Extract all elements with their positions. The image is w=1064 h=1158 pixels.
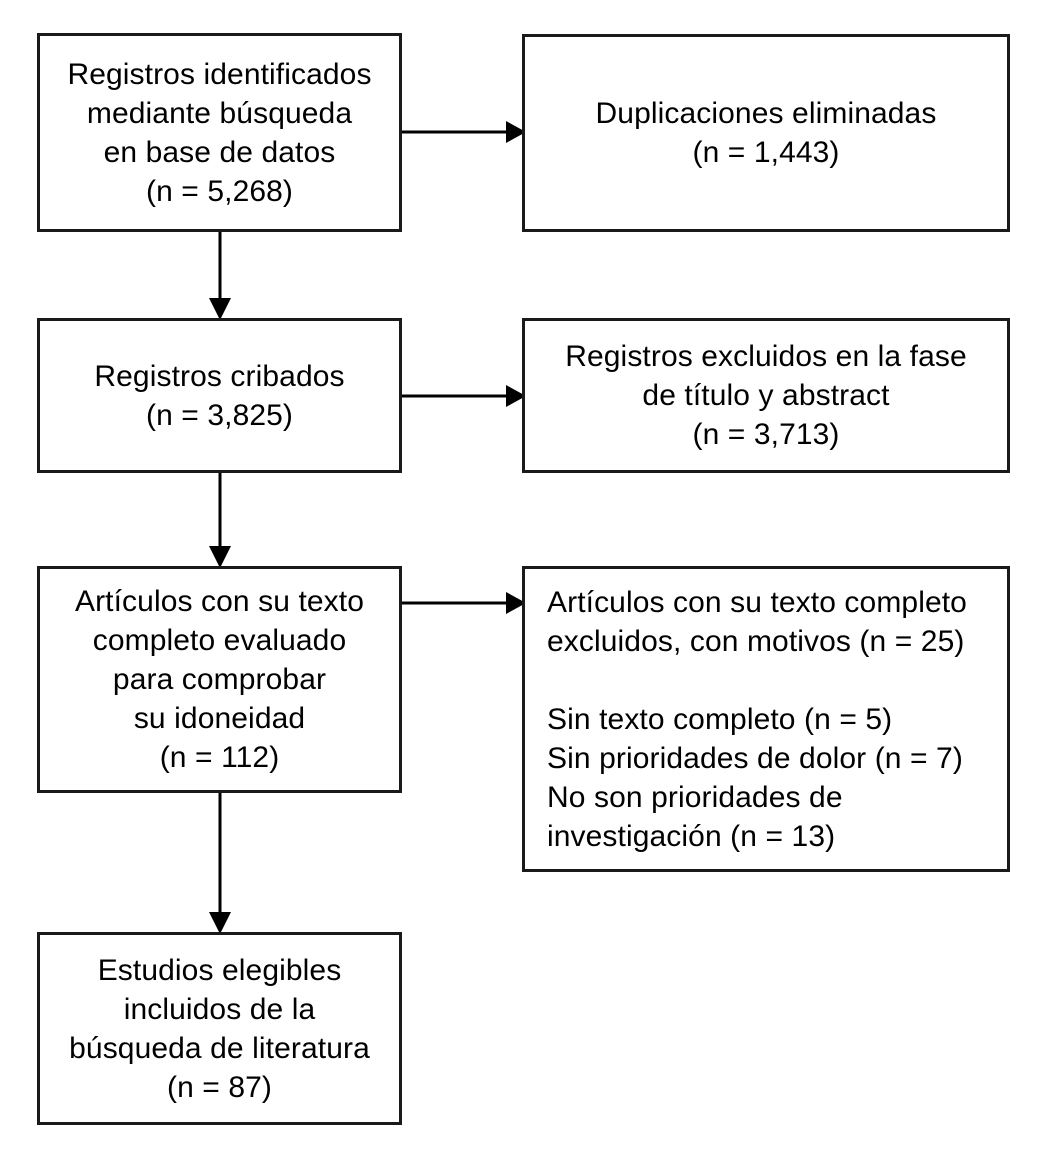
connector-full-text-to-excluded <box>402 589 526 617</box>
full-text-assessed-text: Artículos con su texto completo evaluado… <box>74 585 364 774</box>
studies-included-text: Estudios elegibles incluidos de la búsqu… <box>69 953 370 1104</box>
full-text-assessed-box: Artículos con su texto completo evaluado… <box>37 566 402 793</box>
connector-identified-to-screened <box>206 232 234 320</box>
records-screened-text: Registros cribados (n = 3,825) <box>94 359 345 432</box>
connector-screened-to-excluded-title-abstract <box>402 382 526 410</box>
connector-screened-to-full-text <box>206 473 234 568</box>
records-identified-text: Registros identificados mediante búsqued… <box>67 57 372 208</box>
studies-included-box: Estudios elegibles incluidos de la búsqu… <box>37 932 402 1125</box>
duplicates-removed-text: Duplicaciones eliminadas (n = 1,443) <box>595 97 937 169</box>
full-text-excluded-box: Artículos con su texto completo excluido… <box>522 566 1010 872</box>
connector-identified-to-duplicates <box>402 118 526 146</box>
connector-full-text-to-included <box>206 793 234 934</box>
records-excluded-title-abstract-text: Registros excluidos en la fase de título… <box>565 340 967 451</box>
records-identified-box: Registros identificados mediante búsqued… <box>37 33 402 232</box>
duplicates-removed-box: Duplicaciones eliminadas (n = 1,443) <box>522 34 1010 232</box>
full-text-excluded-text: Artículos con su texto completo excluido… <box>547 585 967 853</box>
records-excluded-title-abstract-box: Registros excluidos en la fase de título… <box>522 318 1010 473</box>
records-screened-box: Registros cribados (n = 3,825) <box>37 318 402 473</box>
